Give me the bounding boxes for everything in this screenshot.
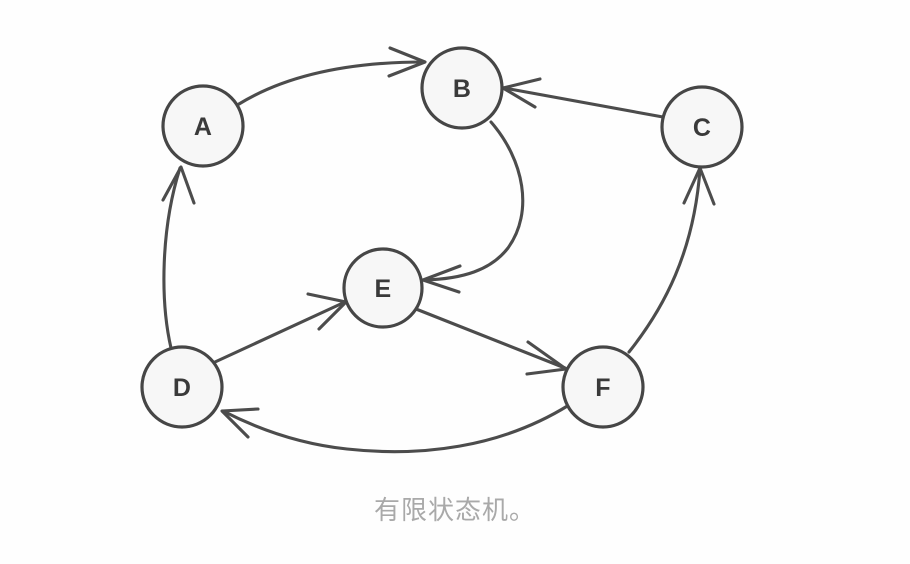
edge-e-to-f-arrowhead <box>525 340 568 376</box>
edge-d-to-a-arrowhead <box>161 165 196 205</box>
node-a-circle[interactable] <box>161 84 245 168</box>
node-b-label: B <box>453 75 471 103</box>
node-f-label: F <box>595 374 611 402</box>
edge-d-to-a <box>161 165 196 350</box>
node-d-circle[interactable] <box>140 345 224 429</box>
edge-e-to-f-line <box>414 307 567 370</box>
edge-a-to-b-line <box>237 60 426 106</box>
edge-b-to-e <box>421 120 525 294</box>
node-c-circle[interactable] <box>660 85 744 169</box>
node-c-label: C <box>693 114 711 142</box>
node-d-label: D <box>173 374 191 402</box>
node-d[interactable]: D <box>140 345 224 429</box>
edge-c-to-b-line <box>502 86 665 119</box>
edge-f-to-d-line <box>221 403 571 454</box>
edge-e-to-f <box>414 307 568 376</box>
edge-f-to-c <box>627 166 716 354</box>
node-e-label: E <box>375 275 392 303</box>
node-e-circle[interactable] <box>342 247 424 329</box>
edge-c-to-b <box>501 77 665 119</box>
edge-f-to-d-arrowhead <box>220 407 260 439</box>
edge-a-to-b <box>237 46 427 106</box>
node-a-label: A <box>194 113 212 141</box>
node-b-circle[interactable] <box>420 46 504 130</box>
edge-b-to-e-arrowhead <box>421 264 462 294</box>
edge-d-to-e <box>213 292 348 364</box>
node-f[interactable]: F <box>561 345 645 429</box>
edge-d-to-a-line <box>162 166 182 350</box>
edge-a-to-b-arrowhead <box>387 46 427 78</box>
edge-b-to-e-line <box>422 120 525 282</box>
edge-f-to-d <box>220 403 571 454</box>
diagram-caption: 有限状态机。 <box>373 496 536 526</box>
node-b[interactable]: B <box>420 46 504 130</box>
node-f-circle[interactable] <box>561 345 645 429</box>
edge-d-to-e-line <box>213 300 347 364</box>
node-c[interactable]: C <box>660 85 744 169</box>
node-e[interactable]: E <box>342 247 424 329</box>
edge-f-to-c-line <box>627 167 702 354</box>
node-a[interactable]: A <box>161 84 245 168</box>
